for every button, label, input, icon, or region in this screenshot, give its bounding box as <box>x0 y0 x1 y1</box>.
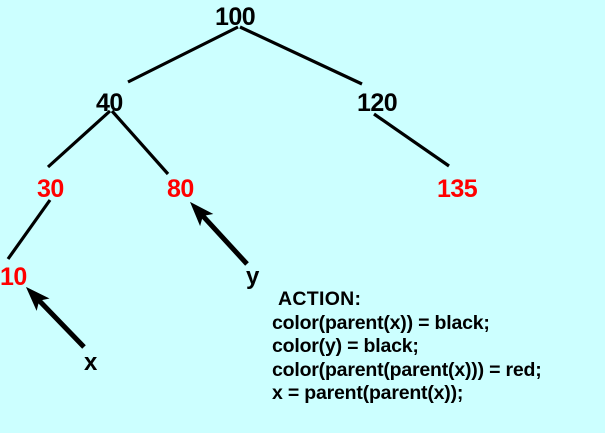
action-title: ACTION: <box>278 288 362 310</box>
tree-node-30: 30 <box>37 175 64 203</box>
pointer-arrow-head-x <box>25 286 50 311</box>
tree-edge-120-135 <box>373 112 450 168</box>
tree-node-120: 120 <box>357 89 398 117</box>
tree-edge-40-80 <box>110 109 170 176</box>
pointer-label-x: x <box>84 349 98 376</box>
pointer-arrow-shaft-x <box>36 297 86 349</box>
tree-node-80: 80 <box>167 175 194 203</box>
pointer-arrow-shaft-y <box>199 213 249 266</box>
action-block: ACTION: color(parent(x)) = black; color(… <box>272 288 542 406</box>
tree-edge-100-120 <box>239 25 363 86</box>
action-line-3: color(parent(parent(x))) = red; <box>272 358 542 381</box>
tree-node-100: 100 <box>215 3 256 31</box>
tree-node-10: 10 <box>0 263 27 291</box>
tree-edge-40-30 <box>46 109 112 169</box>
action-line-1: color(parent(x)) = black; <box>272 311 490 334</box>
tree-edge-30-10 <box>6 199 52 260</box>
pointer-label-y: y <box>246 263 260 290</box>
tree-node-40: 40 <box>96 89 123 117</box>
tree-node-135: 135 <box>437 175 478 203</box>
pointer-arrow-head-y <box>190 201 214 227</box>
tree-edge-100-40 <box>127 25 239 84</box>
action-line-2: color(y) = black; <box>272 335 419 357</box>
action-line-4: x = parent(parent(x)); <box>272 382 464 404</box>
